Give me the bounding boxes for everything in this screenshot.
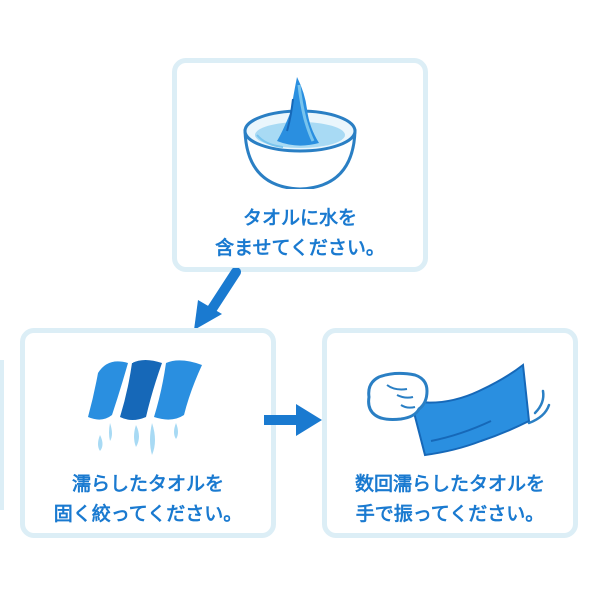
step-1-card: タオルに水を 含ませてください。 <box>172 58 428 272</box>
step-3-line-1: 数回濡らしたタオルを <box>354 473 545 495</box>
arrow-down-left-icon <box>194 268 241 330</box>
step-1-text: タオルに水を 含ませてください。 <box>177 203 423 263</box>
bowl-with-towel-icon <box>243 77 357 189</box>
step-2-line-2: 固く絞ってください。 <box>53 503 243 525</box>
partial-card-edge <box>0 360 4 510</box>
step-1-line-2: 含ませてください。 <box>215 237 385 259</box>
step-1-line-1: タオルに水を <box>242 207 357 229</box>
wrung-towel-icon <box>88 360 202 455</box>
step-2-card: 濡らしたタオルを 固く絞ってください。 <box>20 328 276 538</box>
step-2-line-1: 濡らしたタオルを <box>71 473 224 495</box>
hand-shaking-towel-icon <box>367 363 551 457</box>
step-3-card: 数回濡らしたタオルを 手で振ってください。 <box>322 328 578 538</box>
step-3-text: 数回濡らしたタオルを 手で振ってください。 <box>327 469 573 529</box>
arrow-right-icon <box>264 404 322 436</box>
step-2-text: 濡らしたタオルを 固く絞ってください。 <box>25 469 271 529</box>
step-3-line-2: 手で振ってください。 <box>355 503 545 525</box>
